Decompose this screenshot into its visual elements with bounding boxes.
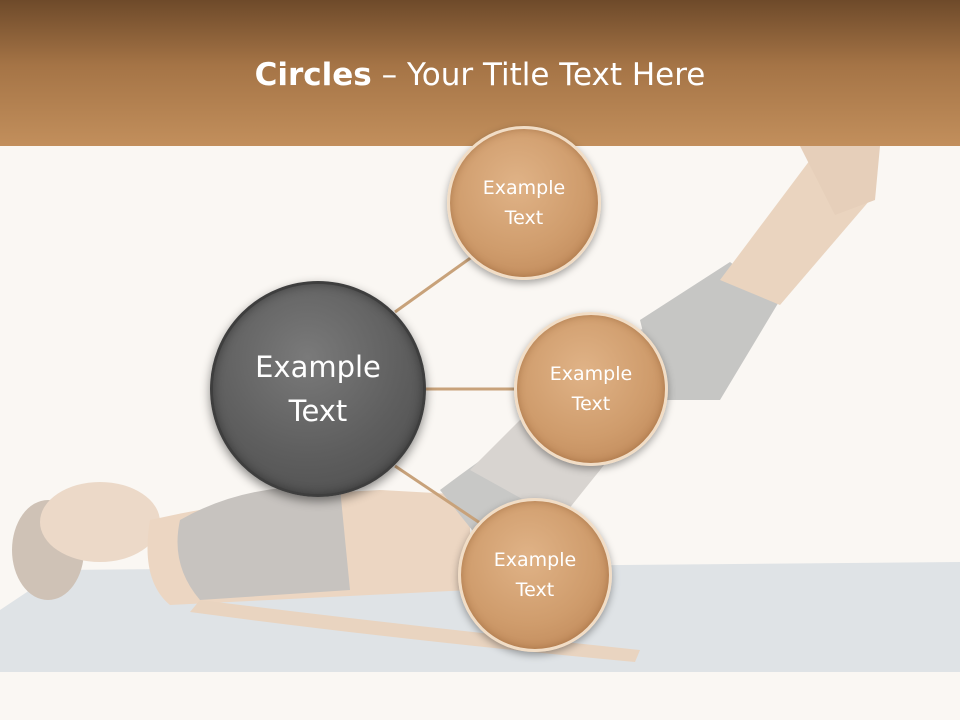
slide-title: Circles – Your Title Text Here: [0, 50, 960, 100]
satellite-circle-middle[interactable]: Example Text: [514, 312, 668, 466]
title-bar: [0, 0, 960, 146]
connector-bottom: [394, 464, 481, 525]
title-bold: Circles: [254, 57, 372, 93]
satellite-circle-label: Example Text: [493, 549, 577, 601]
center-circle-label: Example Text: [255, 350, 381, 428]
center-circle[interactable]: Example Text: [210, 281, 426, 497]
satellite-circle-label: Example Text: [549, 363, 633, 415]
satellite-circle-top[interactable]: Example Text: [447, 126, 601, 280]
satellite-circle-bottom[interactable]: Example Text: [458, 498, 612, 652]
connector-top: [394, 252, 477, 314]
title-rest: – Your Title Text Here: [371, 57, 706, 93]
satellite-circle-label: Example Text: [482, 177, 566, 229]
